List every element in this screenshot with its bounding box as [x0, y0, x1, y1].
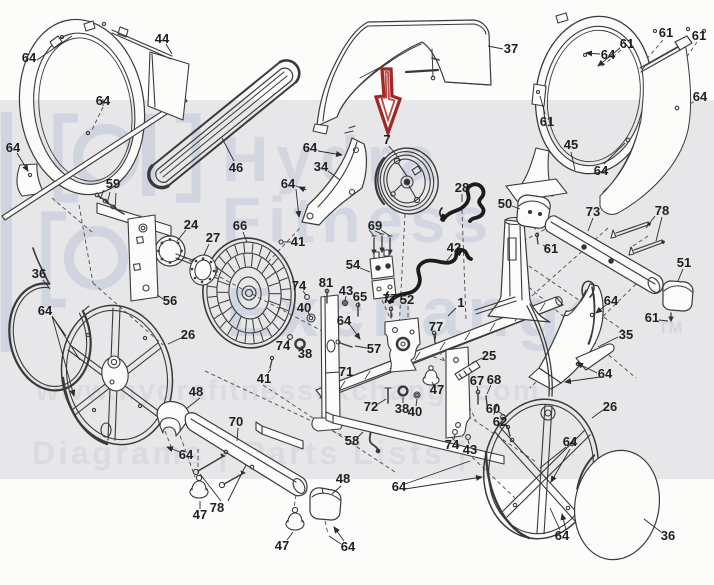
svg-text:74: 74: [276, 338, 291, 353]
svg-text:37: 37: [504, 41, 518, 56]
svg-text:70: 70: [229, 414, 243, 429]
svg-text:59: 59: [106, 176, 120, 191]
svg-text:64: 64: [604, 293, 619, 308]
svg-text:44: 44: [155, 31, 170, 46]
svg-text:43: 43: [339, 283, 353, 298]
svg-text:48: 48: [189, 384, 203, 399]
svg-text:64: 64: [6, 140, 21, 155]
svg-text:64: 64: [563, 434, 578, 449]
svg-text:38: 38: [298, 346, 312, 361]
svg-text:64: 64: [38, 303, 53, 318]
svg-text:56: 56: [163, 293, 177, 308]
svg-text:78: 78: [655, 203, 669, 218]
svg-text:64: 64: [598, 366, 613, 381]
svg-text:54: 54: [346, 257, 361, 272]
svg-text:64: 64: [96, 93, 111, 108]
svg-text:52: 52: [400, 292, 414, 307]
svg-text:27: 27: [206, 230, 220, 245]
svg-text:1: 1: [457, 295, 464, 310]
svg-text:65: 65: [353, 289, 367, 304]
svg-text:25: 25: [482, 348, 496, 363]
svg-text:71: 71: [339, 364, 353, 379]
svg-text:61: 61: [620, 36, 634, 51]
svg-text:66: 66: [233, 218, 247, 233]
svg-text:50: 50: [498, 196, 512, 211]
svg-text:77: 77: [429, 319, 443, 334]
svg-text:47: 47: [193, 507, 207, 522]
svg-text:61: 61: [659, 25, 673, 40]
svg-text:41: 41: [257, 371, 271, 386]
svg-text:77: 77: [383, 291, 397, 306]
svg-text:47: 47: [430, 382, 444, 397]
svg-text:61: 61: [645, 310, 659, 325]
svg-text:64: 64: [601, 47, 616, 62]
svg-text:61: 61: [544, 241, 558, 256]
svg-text:57: 57: [367, 341, 381, 356]
svg-text:46: 46: [229, 160, 243, 175]
svg-text:51: 51: [677, 255, 691, 270]
svg-text:24: 24: [184, 217, 199, 232]
svg-text:TM: TM: [658, 318, 683, 337]
svg-text:48: 48: [336, 471, 350, 486]
svg-text:34: 34: [314, 159, 329, 174]
svg-text:61: 61: [540, 114, 554, 129]
svg-text:36: 36: [32, 266, 46, 281]
svg-text:28: 28: [455, 180, 469, 195]
svg-text:61: 61: [692, 28, 706, 43]
svg-text:26: 26: [181, 327, 195, 342]
svg-text:64: 64: [555, 528, 570, 543]
svg-text:60: 60: [486, 401, 500, 416]
svg-text:68: 68: [487, 372, 501, 387]
svg-text:69: 69: [368, 218, 382, 233]
svg-text:64: 64: [303, 140, 318, 155]
svg-text:26: 26: [603, 399, 617, 414]
svg-text:81: 81: [319, 275, 333, 290]
svg-text:73: 73: [586, 204, 600, 219]
svg-text:58: 58: [345, 433, 359, 448]
svg-text:64: 64: [392, 479, 407, 494]
svg-text:40: 40: [297, 300, 311, 315]
svg-text:67: 67: [470, 373, 484, 388]
svg-text:74: 74: [292, 278, 307, 293]
svg-text:38: 38: [395, 401, 409, 416]
svg-text:41: 41: [291, 234, 305, 249]
svg-text:64: 64: [693, 89, 708, 104]
svg-text:72: 72: [364, 399, 378, 414]
svg-text:64: 64: [337, 313, 352, 328]
svg-text:64: 64: [281, 176, 296, 191]
svg-text:35: 35: [619, 327, 633, 342]
svg-text:64: 64: [179, 447, 194, 462]
svg-text:62: 62: [493, 414, 507, 429]
svg-text:64: 64: [341, 539, 356, 554]
svg-text:40: 40: [408, 404, 422, 419]
svg-text:42: 42: [447, 240, 461, 255]
svg-text:74: 74: [445, 437, 460, 452]
svg-text:43: 43: [463, 442, 477, 457]
svg-text:64: 64: [594, 163, 609, 178]
svg-text:47: 47: [275, 538, 289, 553]
svg-text:45: 45: [564, 137, 578, 152]
svg-text:7: 7: [383, 132, 390, 147]
svg-text:78: 78: [210, 500, 224, 515]
svg-text:36: 36: [661, 528, 675, 543]
svg-text:64: 64: [22, 50, 37, 65]
